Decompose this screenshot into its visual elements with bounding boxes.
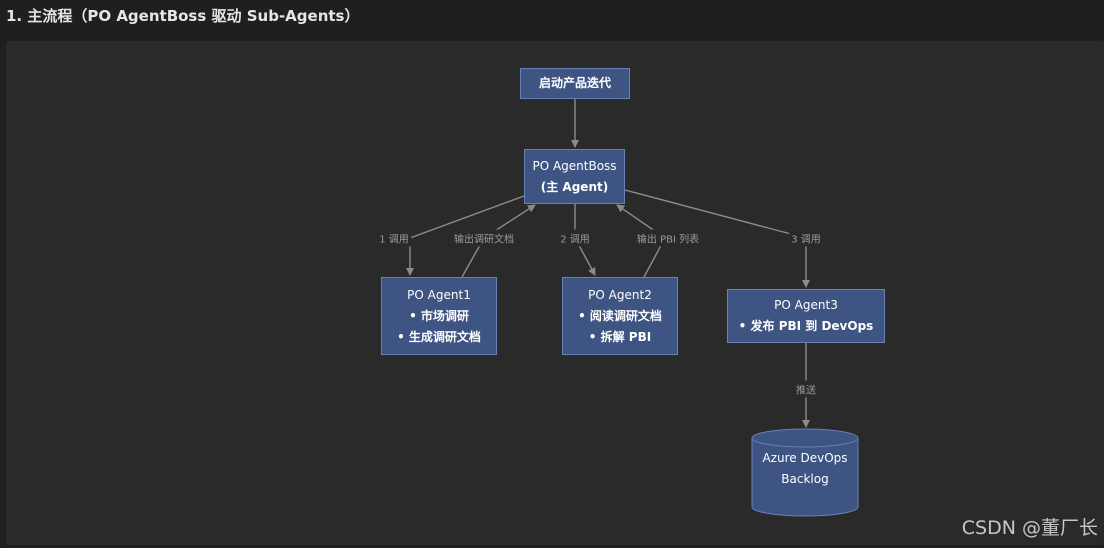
node-agent3-title: PO Agent3 — [774, 298, 838, 312]
node-po-agent1: PO Agent1 • 市场调研 • 生成调研文档 — [381, 277, 497, 355]
node-agent1-item: • 生成调研文档 — [397, 329, 481, 344]
node-po-agentboss: PO AgentBoss (主 Agent) — [524, 149, 625, 204]
csdn-watermark: CSDN @董厂长 — [961, 517, 1098, 539]
node-agent2-item: • 拆解 PBI — [588, 329, 652, 344]
node-agent2-title: PO Agent2 — [588, 287, 652, 302]
edge-label-output-research: 输出调研文档 — [452, 229, 516, 247]
node-boss-title: PO AgentBoss — [532, 158, 617, 173]
backlog-subtitle: Backlog — [781, 472, 829, 486]
edge-label-output-pbi: 输出 PBI 列表 — [634, 229, 702, 247]
node-agent3-item: • 发布 PBI 到 DevOps — [738, 319, 874, 333]
node-start-label: 启动产品迭代 — [538, 76, 611, 90]
node-azure-devops-backlog: Azure DevOps Backlog — [752, 448, 858, 490]
edge-label-call2: 2 调用 — [558, 229, 592, 247]
node-po-agent3: PO Agent3 • 发布 PBI 到 DevOps — [727, 289, 885, 343]
backlog-title: Azure DevOps — [762, 451, 848, 465]
section-heading: 1. 主流程（PO AgentBoss 驱动 Sub-Agents） — [6, 7, 360, 25]
node-po-agent2: PO Agent2 • 阅读调研文档 • 拆解 PBI — [562, 277, 678, 355]
diagram-canvas — [6, 41, 1104, 545]
node-start-iteration: 启动产品迭代 — [520, 68, 630, 99]
node-agent1-title: PO Agent1 — [407, 287, 471, 302]
node-boss-subtitle: (主 Agent) — [540, 179, 609, 194]
edge-label-call3: 3 调用 — [789, 229, 823, 247]
node-agent1-item: • 市场调研 — [409, 308, 469, 323]
edge-label-push: 推送 — [794, 380, 818, 398]
backlog-cylinder — [751, 428, 859, 517]
node-agent2-item: • 阅读调研文档 — [578, 308, 662, 323]
edge-label-call1: 1 调用 — [377, 229, 411, 247]
